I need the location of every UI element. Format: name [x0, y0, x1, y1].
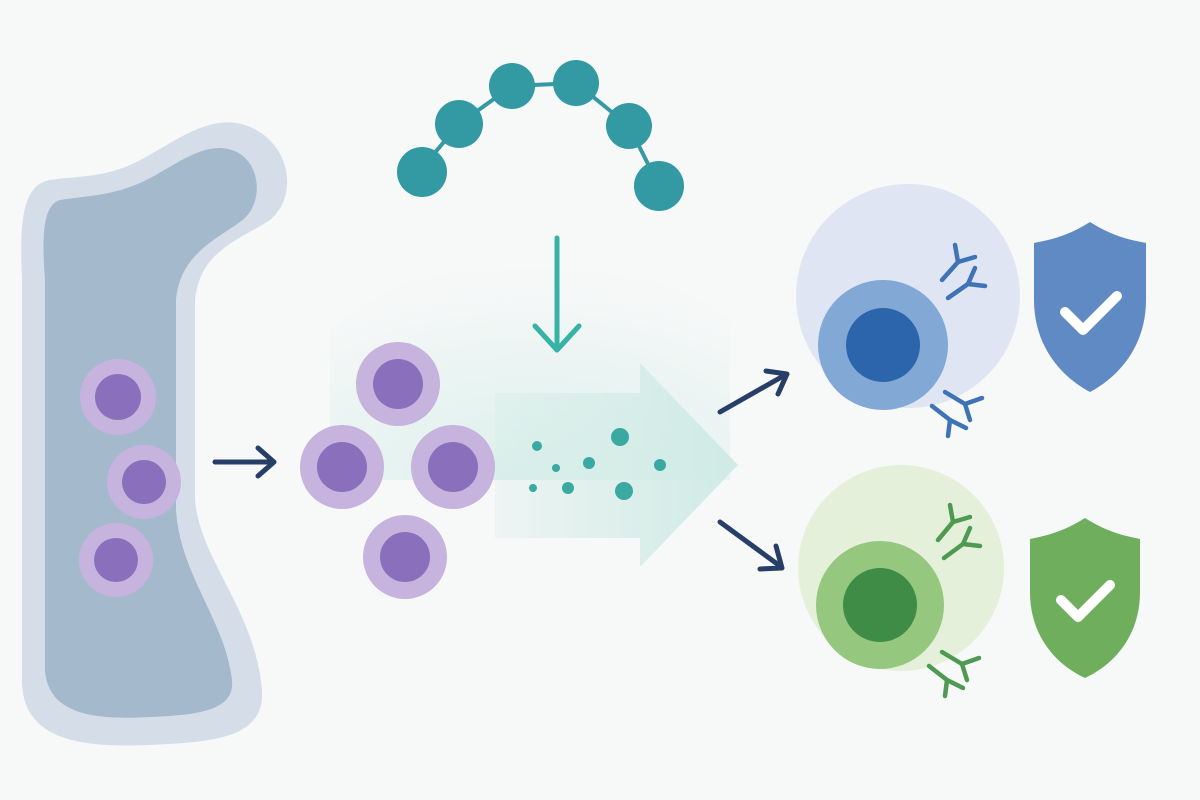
- blue-receptor: [929, 242, 988, 439]
- expanded-cell: [300, 425, 384, 509]
- peptide-bead: [435, 100, 483, 148]
- flow-arrow: [495, 363, 738, 567]
- peptide-bead: [397, 147, 447, 197]
- peptide-bead: [634, 161, 684, 211]
- green-cell-nucleus: [843, 568, 917, 642]
- particle: [611, 428, 629, 446]
- expanded-cell: [356, 342, 440, 426]
- peptide-chain-icon: [397, 60, 684, 211]
- peptide-bead: [553, 60, 599, 106]
- arrow-to-blue-cell: [717, 368, 790, 415]
- expanded-cell: [363, 515, 447, 599]
- arrow-to-green-cell: [717, 519, 785, 572]
- blue-cell-nucleus: [846, 308, 920, 382]
- particle: [654, 459, 666, 471]
- marrow-cell: [80, 359, 156, 435]
- blue-check-mark: [1060, 291, 1122, 335]
- marrow-cell: [79, 523, 153, 597]
- particle: [562, 482, 574, 494]
- bone-marrow-cells: [79, 359, 181, 597]
- teal-down-arrow: [532, 235, 582, 353]
- bone-icon: [21, 122, 288, 746]
- blue-shield: [1034, 222, 1146, 392]
- particle: [552, 464, 560, 472]
- expanded-cell: [411, 425, 495, 509]
- marrow-cell: [107, 445, 181, 519]
- particle: [583, 457, 595, 469]
- signal-particles: [529, 428, 666, 500]
- green-receptor: [926, 502, 983, 699]
- arrow-to-expanded-cells: [212, 445, 277, 479]
- green-immune-cell: [798, 465, 1004, 699]
- green-check-mark: [1056, 580, 1115, 622]
- green-shield: [1030, 518, 1140, 678]
- green-shield-check-icon: [1030, 518, 1140, 678]
- blue-immune-cell: [796, 184, 1020, 439]
- peptide-bead: [489, 63, 535, 109]
- particle: [615, 482, 633, 500]
- particle: [532, 441, 542, 451]
- expanded-cell-cluster: [300, 342, 495, 599]
- blue-shield-check-icon: [1034, 222, 1146, 392]
- peptide-bead: [606, 103, 652, 149]
- particle: [529, 484, 537, 492]
